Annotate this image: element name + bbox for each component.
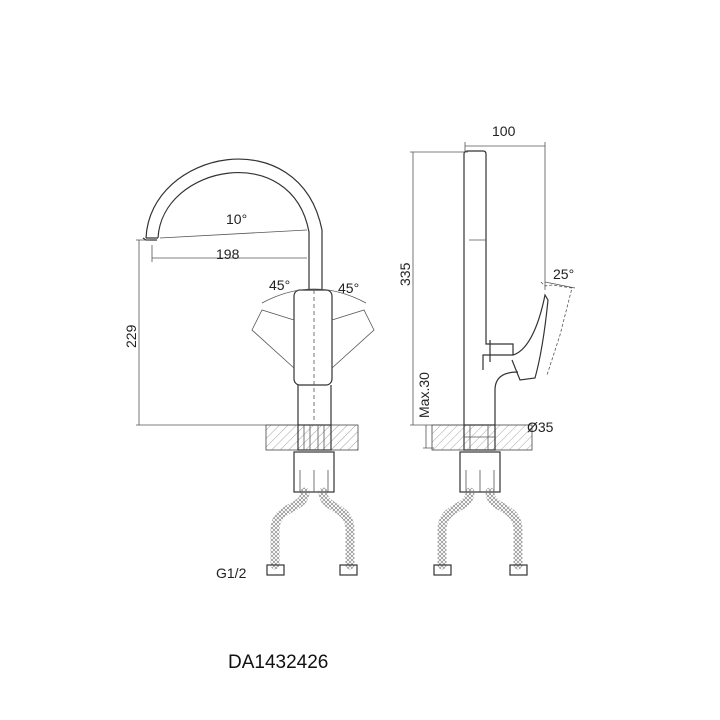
spout-side (463, 150, 487, 425)
spout-angle-label: 10° (226, 211, 247, 227)
connector-nut (266, 564, 285, 576)
deck-section (431, 424, 533, 451)
hole-diameter-label: Ø35 (527, 419, 554, 435)
deck-section (265, 424, 359, 451)
thread-label: G1/2 (216, 565, 247, 581)
handle-tilt-label: 25° (553, 266, 574, 282)
spout-height-label: 229 (123, 324, 139, 348)
connector-nut (339, 564, 358, 576)
front-view (136, 158, 375, 576)
handle-right-angle-label: 45° (338, 280, 359, 296)
spout-reach-label: 198 (216, 246, 240, 262)
max-deck-thickness-label: Max.30 (416, 372, 432, 418)
handle-left-angle-label: 45° (269, 277, 290, 293)
total-height-label: 335 (397, 262, 413, 286)
model-code: DA1432426 (228, 652, 329, 673)
spout-inner (157, 172, 310, 290)
handle (293, 289, 333, 386)
spout-outer (145, 158, 323, 290)
depth-label: 100 (492, 123, 516, 139)
connector-nut (433, 564, 452, 576)
side-view (410, 142, 576, 576)
connector-nut (509, 564, 528, 576)
